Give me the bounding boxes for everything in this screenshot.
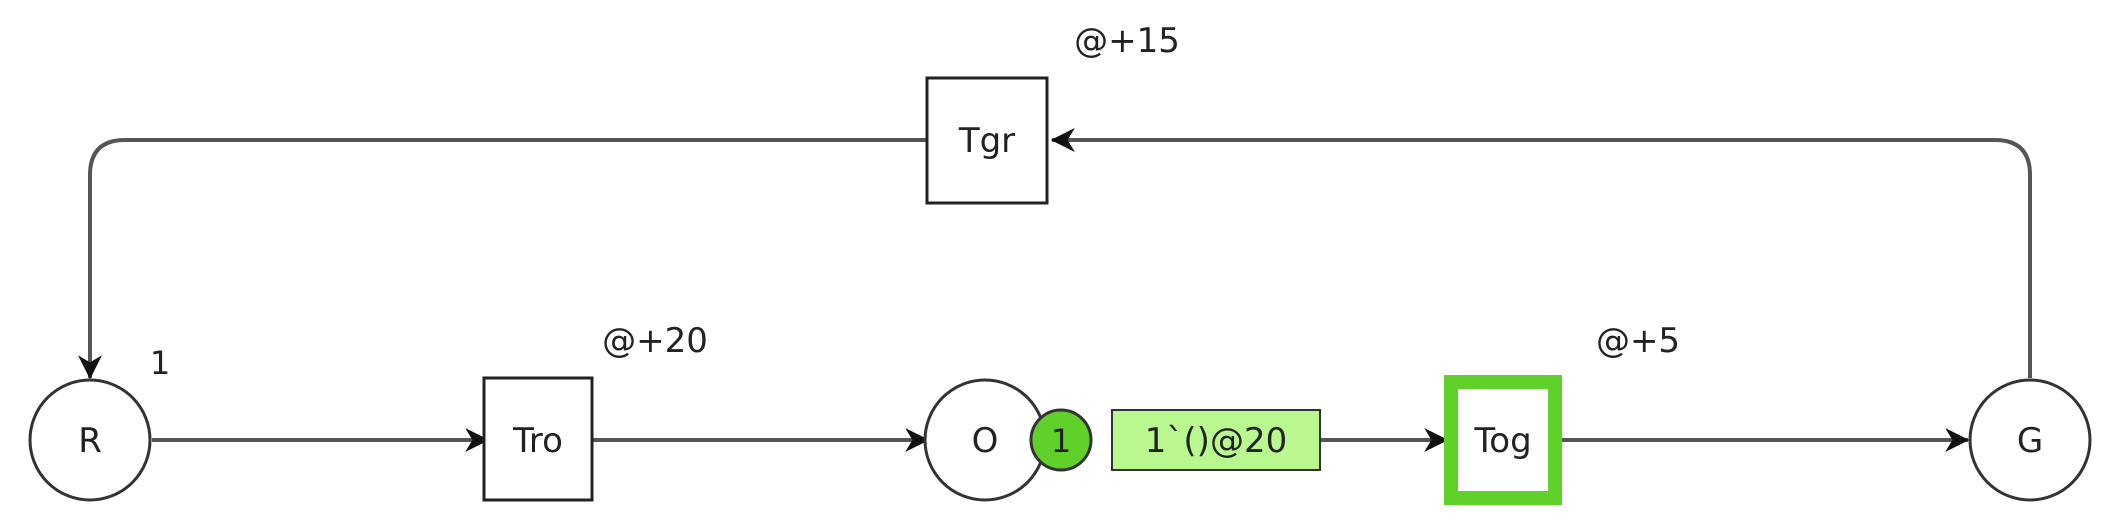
transition-tgr-label: Tgr	[958, 121, 1015, 161]
marking-box	[1111, 409, 1321, 471]
place-g[interactable]	[1968, 378, 2092, 502]
place-o-label: O	[972, 421, 999, 461]
place-g-label: G	[2017, 421, 2043, 461]
transition-tog-delay: @+5	[1596, 321, 1680, 361]
transition-tog-label: Tog	[1473, 421, 1531, 461]
token-count-label: 1	[1051, 422, 1071, 460]
place-r[interactable]	[28, 378, 152, 502]
place-r-label: R	[78, 421, 102, 461]
arc-g-tgr	[1050, 128, 2032, 378]
transition-tro-label: Tro	[512, 421, 563, 461]
token-count-circle	[1029, 408, 1093, 472]
transition-tro[interactable]	[482, 376, 594, 502]
transition-tgr[interactable]	[925, 76, 1049, 205]
place-r-initial-marking: 1	[150, 344, 170, 382]
transition-tgr-delay: @+15	[1074, 21, 1180, 61]
transition-tro-delay: @+20	[602, 321, 708, 361]
transition-tog[interactable]	[1444, 375, 1562, 505]
marking-label: 1`()@20	[1145, 421, 1287, 461]
arc-tgr-r	[78, 138, 927, 380]
